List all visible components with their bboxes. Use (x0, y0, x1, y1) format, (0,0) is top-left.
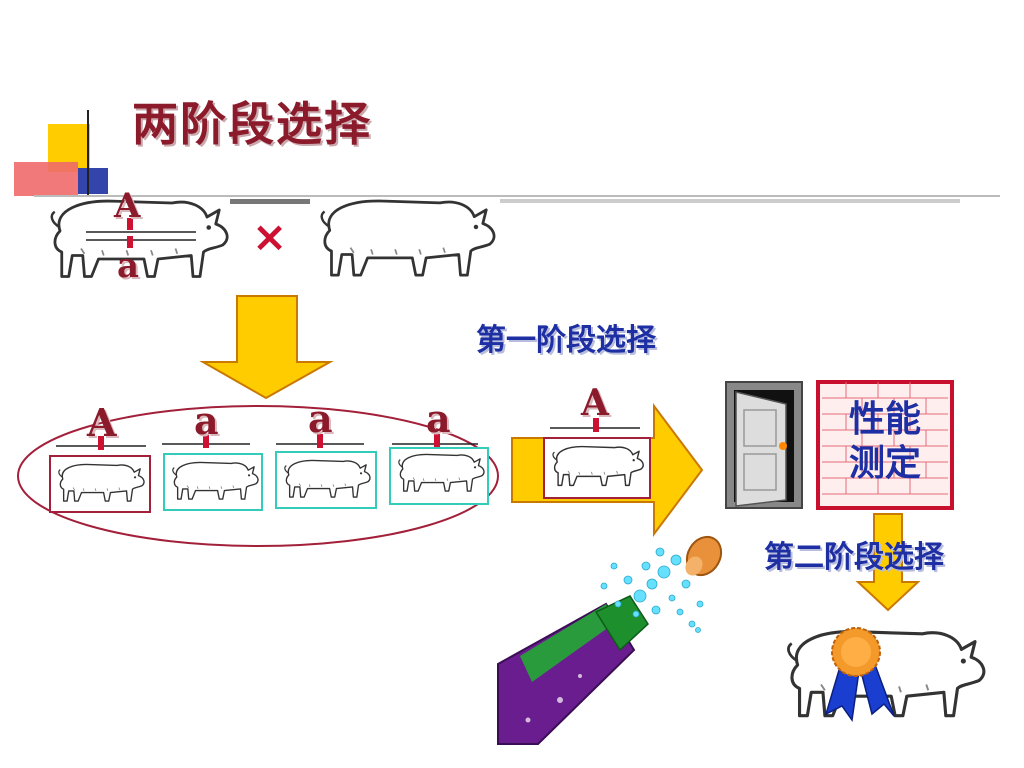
performance-test-box (816, 380, 954, 510)
cork-icon (685, 535, 723, 577)
cross-symbol: × (252, 212, 288, 261)
corner-decoration (14, 110, 1000, 204)
door-icon (725, 381, 803, 509)
parent-allele-top: A (114, 186, 141, 226)
offspring-chromosomes (56, 434, 478, 450)
down-arrow-icon (199, 295, 334, 400)
champagne-spray-icon (600, 547, 704, 633)
selected-allele: A (581, 382, 609, 424)
offspring-allele-4: a (426, 396, 451, 441)
parent-pig-icon-right (320, 199, 496, 277)
stage1-label: 第一阶段选择 (476, 323, 656, 358)
performance-test-line2: 测定 (848, 443, 921, 484)
performance-test-label: 性能 测定 (818, 398, 952, 486)
offspring-allele-1: A (87, 400, 117, 445)
champagne-bottle-icon (497, 595, 649, 745)
award-ribbon-icon (824, 627, 895, 722)
parent-chromosome (86, 218, 196, 248)
page-title: 两阶段选择 (132, 97, 372, 151)
performance-test-line1: 性能 (848, 399, 921, 440)
parent-allele-bottom: a (117, 246, 140, 286)
offspring-allele-2: a (194, 398, 219, 443)
stage2-label: 第二阶段选择 (764, 540, 944, 575)
offspring-group-ellipse (17, 405, 499, 547)
offspring-allele-3: a (308, 396, 333, 441)
small-down-arrow-icon (855, 513, 921, 612)
